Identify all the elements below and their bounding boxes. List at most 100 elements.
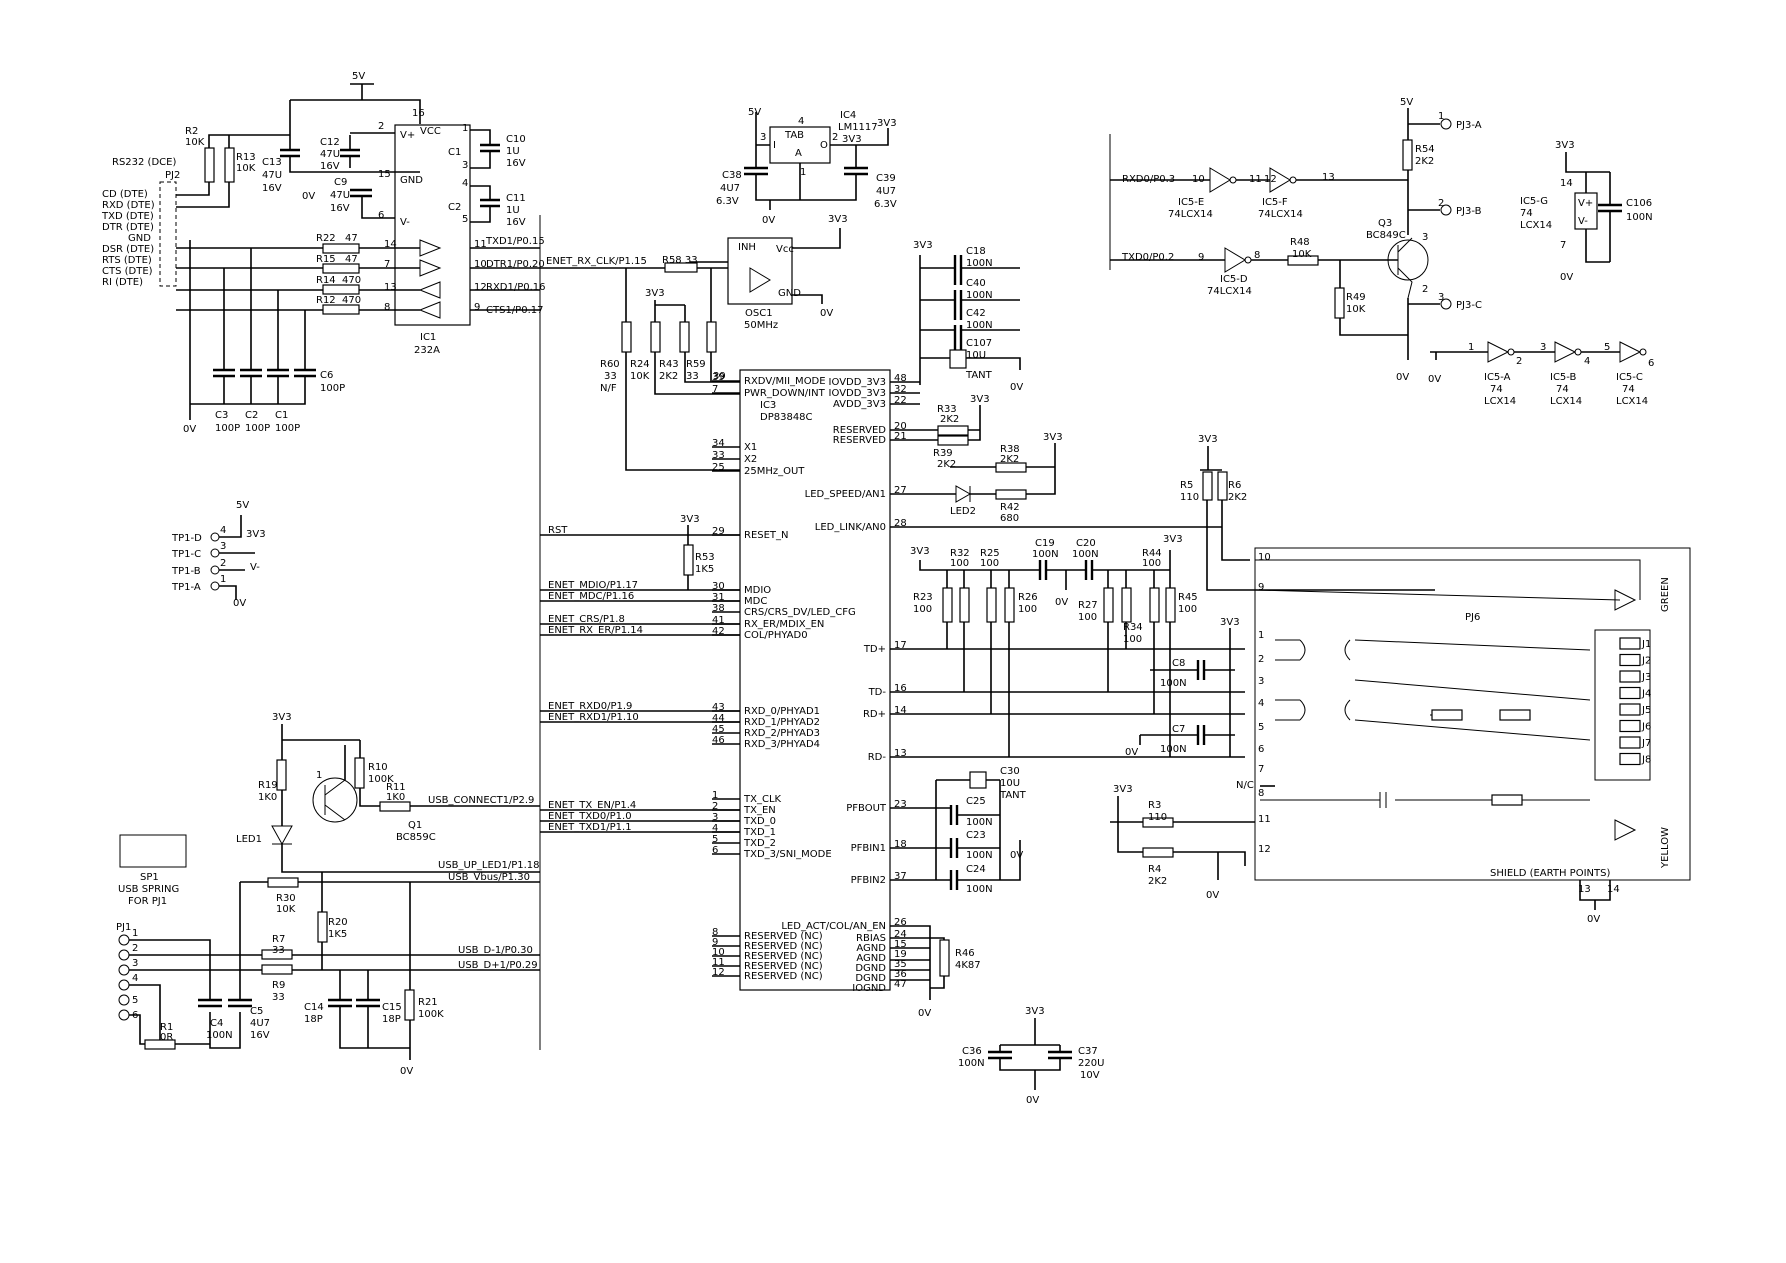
svg-text:R45: R45: [1178, 592, 1198, 603]
pj6-pin-number: 2: [1258, 654, 1264, 665]
pj2-label: PJ2: [165, 170, 180, 181]
ic3-right-pin-number: 23: [894, 799, 907, 810]
svg-text:R4: R4: [1148, 864, 1161, 875]
svg-text:18P: 18P: [304, 1014, 323, 1025]
svg-text:R38: R38: [1000, 444, 1020, 455]
pj2-pin-rxd: RXD (DTE): [102, 200, 155, 211]
svg-text:C5: C5: [250, 1006, 263, 1017]
svg-text:1U: 1U: [506, 205, 520, 216]
svg-text:Q3: Q3: [1378, 218, 1392, 229]
svg-text:6.3V: 6.3V: [874, 199, 897, 210]
svg-text:GND: GND: [778, 288, 801, 299]
svg-text:R24: R24: [630, 359, 650, 370]
svg-text:74LCX14: 74LCX14: [1168, 209, 1213, 220]
svg-text:R25: R25: [980, 548, 1000, 559]
svg-text:C19: C19: [1035, 538, 1055, 549]
ic3-left-pin-number: 46: [712, 735, 725, 746]
ic3-right-pin-label: LED_ACT/COL/AN_EN: [781, 921, 886, 932]
svg-text:C42: C42: [966, 308, 986, 319]
ic3-left-pin-number: 41: [712, 615, 725, 626]
svg-text:100: 100: [950, 558, 969, 569]
svg-text:Vcc: Vcc: [776, 244, 794, 255]
svg-text:0V: 0V: [1587, 914, 1600, 925]
svg-text:LED1: LED1: [236, 834, 262, 845]
ic3-left-pin-number: 29: [712, 526, 725, 537]
rail-5v-top: 5V: [352, 71, 365, 82]
svg-text:0V: 0V: [1206, 890, 1219, 901]
svg-text:O: O: [820, 140, 828, 151]
svg-text:100N: 100N: [1032, 549, 1059, 560]
svg-text:100N: 100N: [966, 258, 993, 269]
svg-text:C12: C12: [320, 137, 340, 148]
ic3-right-pin-number: 22: [894, 395, 907, 406]
pj2-pin-cd: CD (DTE): [102, 189, 148, 200]
ic3-left-pin-number: 38: [712, 603, 725, 614]
svg-text:74LCX14: 74LCX14: [1258, 209, 1303, 220]
svg-text:ENET_RXD0/P1.9: ENET_RXD0/P1.9: [548, 701, 632, 712]
svg-text:0V: 0V: [233, 598, 246, 609]
svg-text:N/C: N/C: [1236, 780, 1254, 791]
ic1-pin13: 13: [384, 282, 397, 293]
svg-text:110: 110: [1148, 812, 1167, 823]
pj2-pin-cts: CTS (DTE): [102, 266, 153, 277]
pj6-pin-number: 9: [1258, 582, 1264, 593]
ic3-left-pin-number: 6: [712, 845, 718, 856]
ic3-right-pin-label: IOVDD_3V3: [829, 377, 886, 388]
svg-text:3: 3: [1438, 292, 1444, 303]
svg-text:R1: R1: [160, 1022, 173, 1033]
svg-text:DP83848C: DP83848C: [760, 412, 813, 423]
svg-text:OSC1: OSC1: [745, 308, 773, 319]
svg-text:I: I: [773, 140, 776, 151]
svg-text:RST: RST: [548, 525, 568, 536]
svg-text:0V: 0V: [918, 1008, 931, 1019]
ic3-right-pin-number: 48: [894, 373, 907, 384]
pj2-pin-dtr: DTR (DTE): [102, 222, 154, 233]
ic3-right-pin-label: RESERVED: [833, 435, 886, 446]
svg-text:TP1-A: TP1-A: [171, 582, 201, 593]
ic1-pin10: 10: [474, 259, 487, 270]
ic3-left-pin-label: X1: [744, 442, 757, 453]
svg-text:3V3: 3V3: [645, 288, 665, 299]
ic3-left-pin-number: 4: [712, 823, 718, 834]
svg-text:100N: 100N: [1160, 744, 1187, 755]
ic1-vplus: V+: [400, 130, 415, 141]
svg-text:C36: C36: [962, 1046, 982, 1057]
svg-text:R60: R60: [600, 359, 620, 370]
svg-text:74: 74: [1490, 384, 1503, 395]
svg-text:GREEN: GREEN: [1660, 577, 1671, 612]
svg-text:100P: 100P: [320, 383, 345, 394]
svg-text:R23: R23: [913, 592, 933, 603]
svg-text:C9: C9: [334, 177, 347, 188]
svg-text:47: 47: [345, 233, 358, 244]
svg-text:74: 74: [1520, 208, 1533, 219]
svg-text:100P: 100P: [245, 423, 270, 434]
ic1-pin9: 9: [474, 302, 480, 313]
ic3-right-pin-number: 14: [894, 705, 907, 716]
svg-text:4U7: 4U7: [720, 183, 740, 194]
svg-text:C37: C37: [1078, 1046, 1098, 1057]
svg-text:4K87: 4K87: [955, 960, 981, 971]
ic3-left-pin-label: RXD_1/PHYAD2: [744, 717, 820, 728]
svg-text:14: 14: [1560, 178, 1573, 189]
ic1-pin14: 14: [384, 239, 397, 250]
ic1-pin11: 11: [474, 239, 487, 250]
svg-text:ENET_TXD0/P1.0: ENET_TXD0/P1.0: [548, 811, 632, 822]
ic3-left-pin-number: 8: [712, 927, 718, 938]
svg-text:C40: C40: [966, 278, 986, 289]
ic3-right-pin-number: 26: [894, 917, 907, 928]
ic3-left-pin-number: 33: [712, 450, 725, 461]
svg-text:3V3: 3V3: [1113, 784, 1133, 795]
svg-text:C7: C7: [1172, 724, 1185, 735]
svg-text:R11: R11: [386, 782, 406, 793]
svg-text:IC5-G: IC5-G: [1520, 196, 1548, 207]
svg-text:R19: R19: [258, 780, 278, 791]
svg-text:16V: 16V: [262, 183, 282, 194]
svg-text:2K2: 2K2: [1228, 492, 1247, 503]
svg-text:TAB: TAB: [784, 130, 804, 141]
ic1-pin7: 7: [384, 259, 390, 270]
